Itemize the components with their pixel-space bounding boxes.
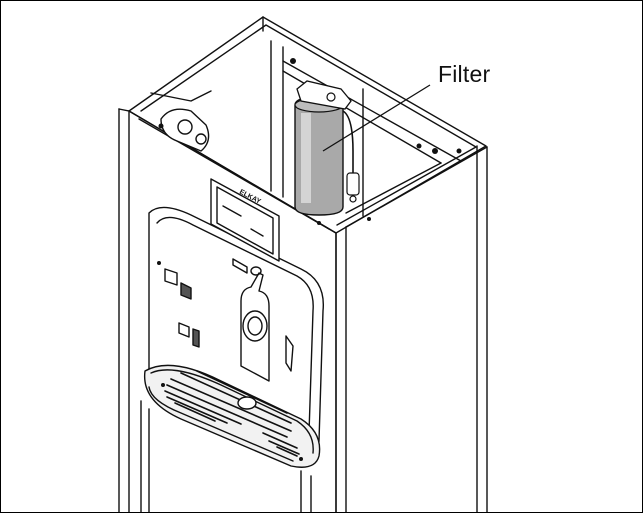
lower-cabinet xyxy=(140,400,312,512)
callout-leader-line xyxy=(322,84,431,152)
filter-cartridge xyxy=(294,80,360,216)
drain-hole xyxy=(237,396,257,410)
filter-callout-label: Filter xyxy=(438,61,491,87)
fasteners xyxy=(157,58,462,461)
valve-assembly xyxy=(150,90,212,152)
cabinet-left-side xyxy=(118,108,130,512)
front-panel xyxy=(128,110,337,512)
drain-grill xyxy=(164,370,300,457)
